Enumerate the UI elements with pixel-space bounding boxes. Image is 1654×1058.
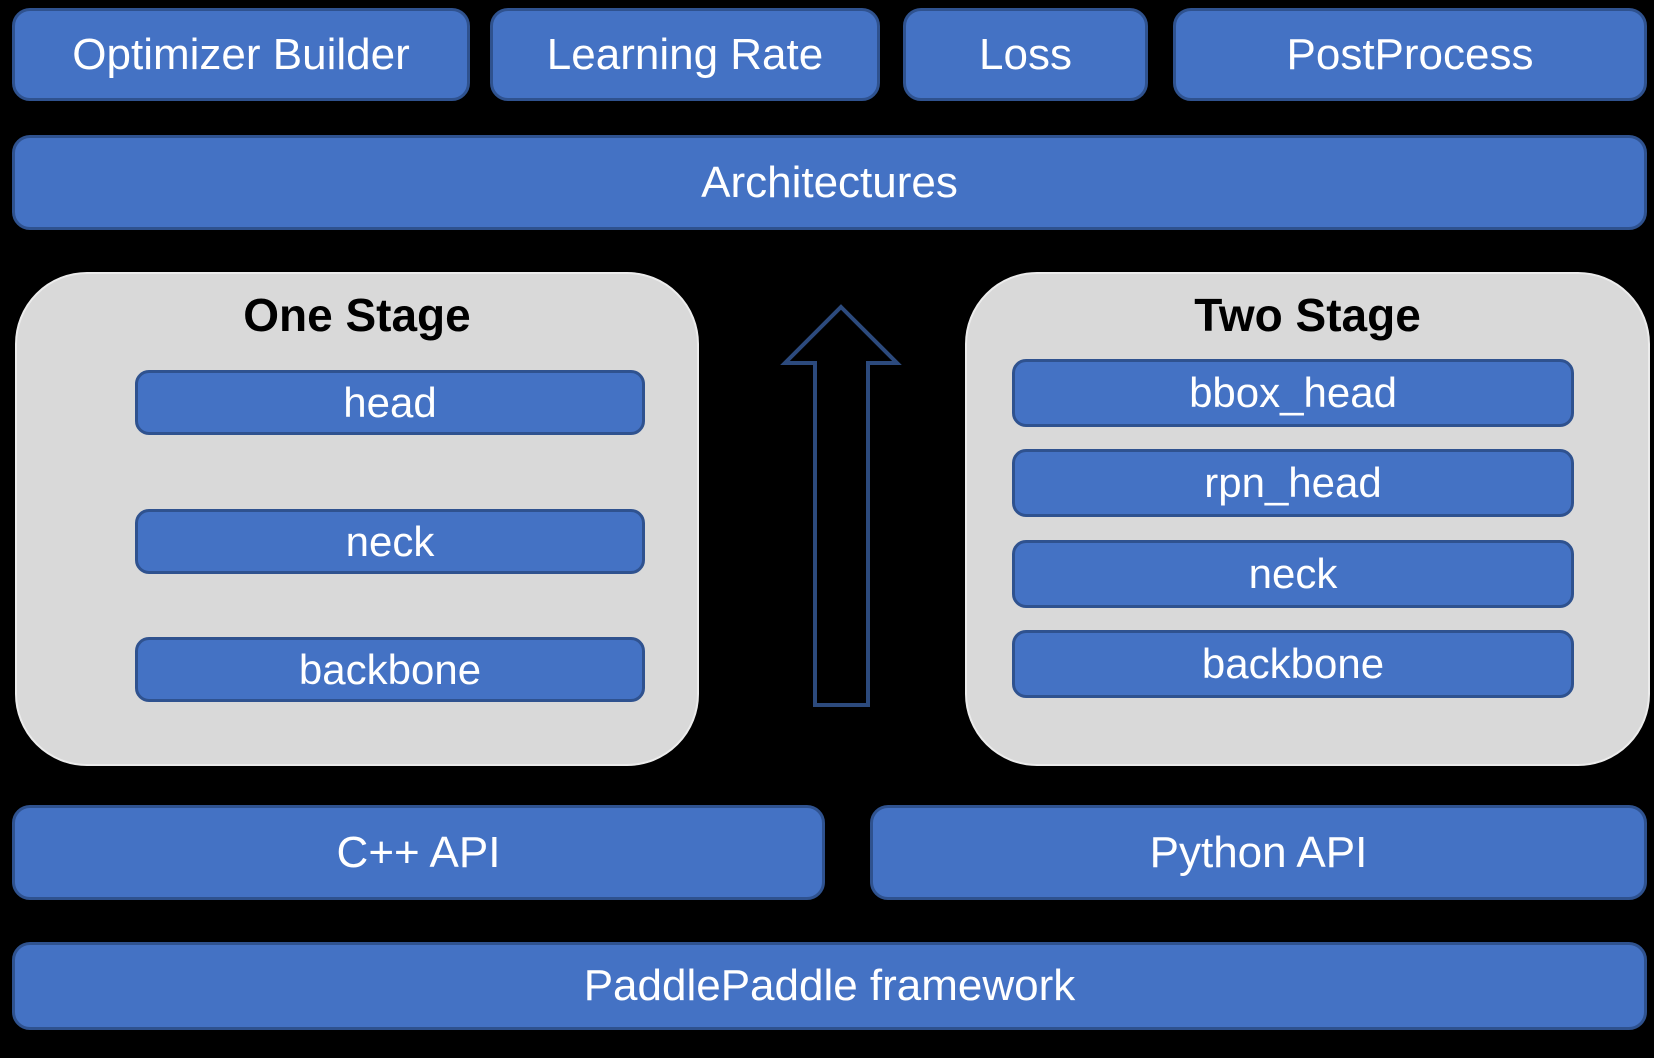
paddlepaddle-framework-bar: PaddlePaddle framework: [12, 942, 1647, 1030]
two-stage-panel: Two Stage bbox_head rpn_head neck backbo…: [965, 272, 1650, 766]
one-stage-head-layer: head: [135, 370, 645, 435]
python-api-box: Python API: [870, 805, 1647, 900]
one-stage-title: One Stage: [243, 289, 471, 341]
two-stage-bbox-head-layer: bbox_head: [1012, 359, 1574, 427]
two-stage-title: Two Stage: [1194, 289, 1421, 341]
optimizer-builder-box: Optimizer Builder: [12, 8, 470, 101]
architectures-bar: Architectures: [12, 135, 1647, 230]
two-stage-rpn-head-layer: rpn_head: [1012, 449, 1574, 517]
cpp-api-box: C++ API: [12, 805, 825, 900]
one-stage-backbone-layer: backbone: [135, 637, 645, 702]
learning-rate-box: Learning Rate: [490, 8, 880, 101]
two-stage-backbone-layer: backbone: [1012, 630, 1574, 698]
one-stage-neck-layer: neck: [135, 509, 645, 574]
two-stage-neck-layer: neck: [1012, 540, 1574, 608]
postprocess-box: PostProcess: [1173, 8, 1647, 101]
one-stage-panel: One Stage head neck backbone: [15, 272, 699, 766]
loss-box: Loss: [903, 8, 1148, 101]
up-arrow-icon: [780, 304, 902, 707]
